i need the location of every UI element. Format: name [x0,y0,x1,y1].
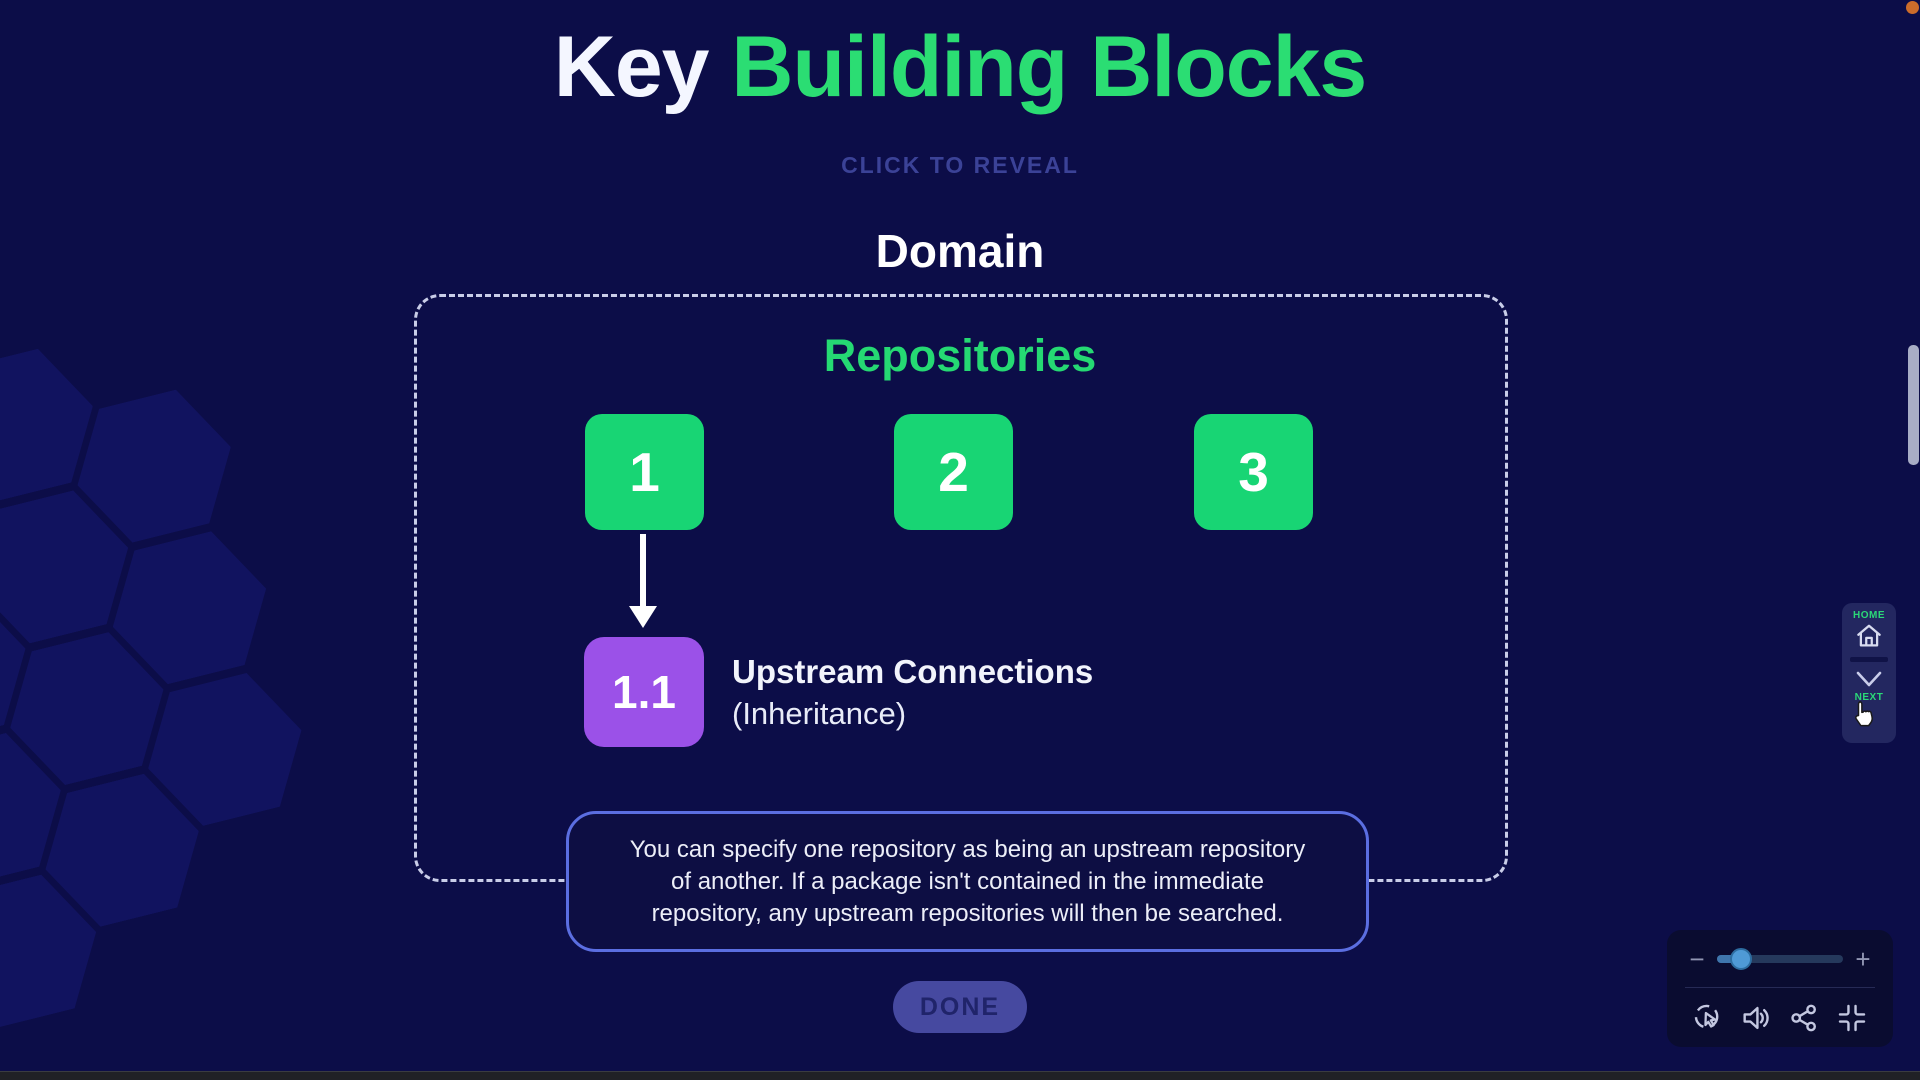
player-control-panel: − + [1667,930,1893,1047]
zoom-slider-row: − + [1685,930,1875,987]
slide-title: Key Building Blocks [0,18,1920,117]
volume-slider-handle[interactable] [1729,947,1752,970]
tooltip-line: You can specify one repository as being … [629,835,1306,863]
next-label[interactable]: NEXT [1854,692,1884,703]
repository-node-3[interactable]: 3 [1194,414,1313,530]
zoom-in-button[interactable]: + [1855,943,1871,974]
player-icon-row [1685,988,1875,1047]
share-icon[interactable] [1787,1001,1821,1035]
slide-title-prefix: Key [553,19,732,115]
repository-node-1[interactable]: 1 [585,414,704,530]
upstream-connections-title: Upstream Connections [732,653,1094,690]
home-label: HOME [1853,610,1885,621]
click-to-reveal-hint: CLICK TO REVEAL [841,152,1079,178]
down-arrow-connector [629,534,657,628]
tooltip-line: repository, any upstream repositories wi… [651,899,1284,927]
repository-node-label: 1 [629,441,660,503]
upstream-node-label: 1.1 [612,666,676,718]
inheritance-subtitle: (Inheritance) [732,696,907,731]
repository-node-label: 3 [1238,441,1269,503]
exit-fullscreen-icon[interactable] [1835,1001,1869,1035]
bottom-taskbar-edge [0,1071,1920,1080]
description-tooltip: You can specify one repository as being … [566,811,1369,952]
recording-indicator-dot [1906,1,1919,14]
domain-boundary-box [414,294,1508,882]
upstream-node-1-1[interactable]: 1.1 [584,637,704,747]
slide-nav-panel: HOME NEXT [1842,603,1896,743]
home-icon[interactable] [1854,621,1884,651]
page-scrollbar-thumb[interactable] [1908,345,1919,465]
control-panel-divider [1685,987,1875,988]
mouse-cursor-pointer [1855,701,1873,727]
audio-icon[interactable] [1739,1001,1773,1035]
slide-title-highlight: Building Blocks [731,19,1367,115]
zoom-out-button[interactable]: − [1689,943,1705,974]
domain-heading: Domain [875,225,1045,277]
repositories-heading: Repositories [823,330,1097,381]
zoom-slider-track[interactable] [1717,947,1843,970]
tooltip-line: of another. If a package isn't contained… [671,867,1264,895]
chevron-down-icon[interactable] [1852,666,1886,692]
nav-divider [1850,657,1888,662]
repository-node-2[interactable]: 2 [894,414,1013,530]
done-button[interactable]: DONE [893,981,1027,1033]
interactive-cursor-icon[interactable] [1691,1001,1725,1035]
volume-slider-fill [1717,954,1741,963]
repository-node-label: 2 [938,441,969,503]
